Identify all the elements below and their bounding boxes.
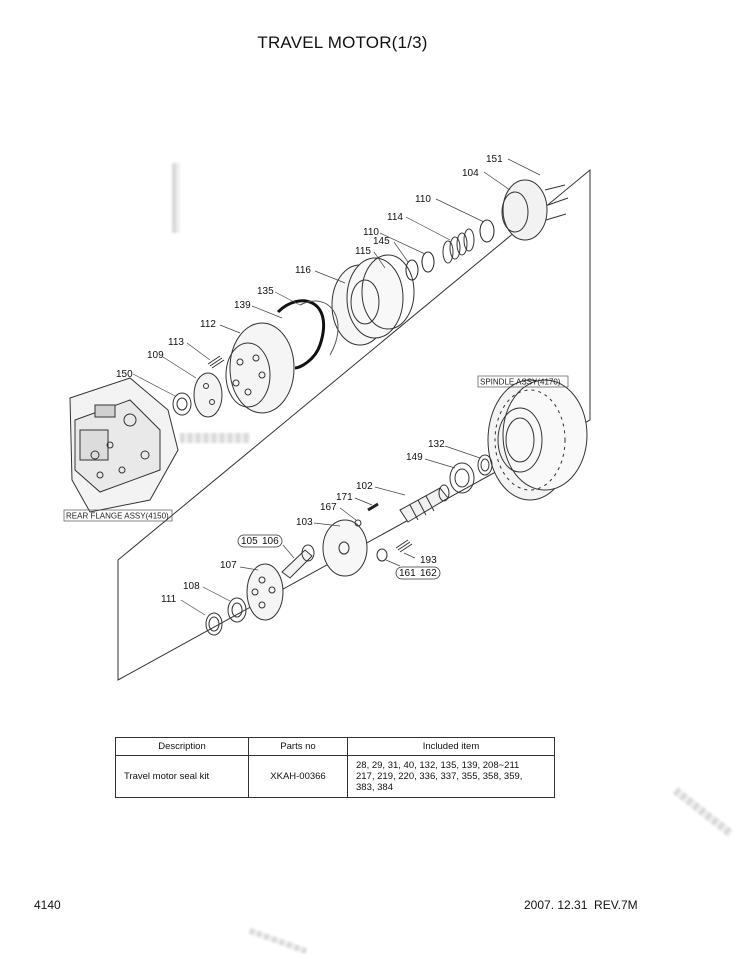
part-107-plate xyxy=(246,563,284,621)
part-145-ring xyxy=(405,259,419,281)
callout-111: 111 xyxy=(161,594,177,605)
callout-103: 103 xyxy=(296,517,313,528)
rear-flange-label: REAR FLANGE ASSY(4150) xyxy=(66,512,169,521)
part-114-spring xyxy=(442,228,475,264)
spindle-label: SPINDLE ASSY(4170) xyxy=(480,378,561,387)
part-132-ring xyxy=(477,454,493,476)
part-150-bearing xyxy=(172,392,192,416)
part-149-bearing xyxy=(449,462,475,494)
cell-included-items: 28, 29, 31, 40, 132, 135, 139, 208~211 2… xyxy=(347,755,555,798)
part-111-ring xyxy=(205,612,223,636)
callout-132: 132 xyxy=(428,439,445,450)
part-171-pin xyxy=(367,502,379,512)
callout-107: 107 xyxy=(220,560,237,571)
table-header-row: Description Parts no Included item xyxy=(115,737,555,756)
callout-161: 161 xyxy=(399,568,416,579)
callout-110-a: 110 xyxy=(415,194,431,205)
callout-167: 167 xyxy=(320,502,337,513)
column-header-parts-no: Parts no xyxy=(248,737,348,756)
callout-171: 171 xyxy=(336,492,353,503)
callout-135: 135 xyxy=(257,286,274,297)
part-109-plate xyxy=(193,372,223,418)
callout-113: 113 xyxy=(168,337,184,348)
part-135-139-seal-rings xyxy=(276,299,326,370)
part-110-ring-b xyxy=(421,251,435,273)
part-105-106-piston xyxy=(281,544,315,579)
callout-106: 106 xyxy=(262,536,279,547)
part-113-spring xyxy=(207,355,225,369)
rear-flange-assembly-drawing xyxy=(69,377,179,513)
leader-lines xyxy=(132,158,541,616)
callout-139: 139 xyxy=(234,300,251,311)
part-161-162-plug xyxy=(376,548,388,562)
part-108-ring xyxy=(227,597,247,623)
assembly-frame xyxy=(117,168,591,681)
included-items-line-2: 217, 219, 220, 336, 337, 355, 358, 359, xyxy=(356,771,523,782)
scan-artifact xyxy=(172,163,180,233)
callout-ovals xyxy=(237,534,441,580)
callout-116: 116 xyxy=(295,265,311,276)
callout-102: 102 xyxy=(356,481,373,492)
spindle-label-box xyxy=(477,375,569,388)
part-193-spring xyxy=(395,539,413,553)
callout-114: 114 xyxy=(387,212,403,223)
cell-parts-no: XKAH-00366 xyxy=(248,755,348,798)
part-103-plate xyxy=(322,519,368,577)
scan-artifact xyxy=(180,433,250,443)
included-items-line-3: 383, 384 xyxy=(356,782,393,793)
callout-149: 149 xyxy=(406,452,423,463)
page-title: TRAVEL MOTOR(1/3) xyxy=(257,33,428,52)
part-110-ring-a xyxy=(479,219,495,243)
revision-date: 2007. 12.31 REV.7M xyxy=(524,898,638,912)
callout-193: 193 xyxy=(420,555,437,566)
callout-104: 104 xyxy=(462,168,479,179)
callout-112: 112 xyxy=(200,319,216,330)
rear-flange-label-box xyxy=(63,509,173,522)
callout-150: 150 xyxy=(116,369,133,380)
included-items-line-1: 28, 29, 31, 40, 132, 135, 139, 208~211 xyxy=(356,760,520,771)
column-header-description: Description xyxy=(115,737,249,756)
cell-description: Travel motor seal kit xyxy=(115,755,249,798)
callout-162: 162 xyxy=(420,568,437,579)
callout-151: 151 xyxy=(486,154,503,165)
spindle-assembly-drawing xyxy=(487,379,588,501)
callout-108: 108 xyxy=(183,581,200,592)
part-102-shaft xyxy=(399,484,450,523)
part-115-116-plate-stack xyxy=(331,254,415,346)
callout-115: 115 xyxy=(355,246,371,257)
callout-105: 105 xyxy=(241,536,258,547)
callout-109: 109 xyxy=(147,350,164,361)
part-104-housing xyxy=(501,179,569,241)
part-112-cylinder xyxy=(225,322,295,414)
callout-145: 145 xyxy=(373,236,390,247)
page-number: 4140 xyxy=(34,898,61,912)
callout-110-b: 110 xyxy=(363,227,379,238)
column-header-included-item: Included item xyxy=(347,737,555,756)
table-row: Travel motor seal kit XKAH-00366 28, 29,… xyxy=(115,755,555,798)
seal-kit-table: Description Parts no Included item Trave… xyxy=(115,737,555,798)
